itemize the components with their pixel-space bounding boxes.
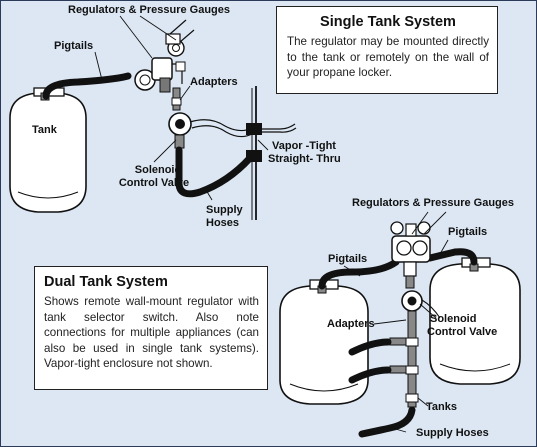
dual-solenoid-valve <box>401 290 423 312</box>
supply-hose-dual-1 <box>348 338 392 356</box>
dual-tank-title: Dual Tank System <box>44 274 168 290</box>
pigtail-hose-right <box>426 248 478 266</box>
label-supply-top-1: Supply <box>206 204 243 216</box>
label-tanks: Tanks <box>426 401 457 413</box>
label-regulators-top: Regulators & Pressure Gauges <box>68 4 231 16</box>
label-vapor-tight-2: Straight- Thru <box>268 153 341 165</box>
label-tank: Tank <box>32 124 57 136</box>
single-tank-description: The regulator may be mounted directly to… <box>287 35 489 79</box>
label-adapters-top: Adapters <box>190 76 238 88</box>
pigtail-hose-left <box>318 258 400 290</box>
label-solenoid-top-2: Control Valve <box>118 177 190 189</box>
supply-hose-dual-3 <box>358 406 416 438</box>
dual-tank-info-box: Dual Tank System Shows remote wall-mount… <box>34 266 268 390</box>
single-tank <box>9 87 87 213</box>
label-solenoid-bottom-1: Solenoid <box>430 313 477 325</box>
label-pigtails-bottom-right: Pigtails <box>448 226 488 238</box>
supply-hose-single <box>175 146 254 198</box>
single-tank-info-box: Single Tank System The regulator may be … <box>276 6 498 94</box>
label-adapters-bottom: Adapters <box>327 318 375 330</box>
label-supply-bottom: Supply Hoses <box>416 427 489 439</box>
dual-tank-description: Shows remote wall-mount regulator with t… <box>44 295 259 370</box>
label-solenoid-bottom-2: Control Valve <box>427 326 498 338</box>
pigtail-hose-single <box>42 72 132 100</box>
label-supply-top-2: Hoses <box>206 217 240 229</box>
label-solenoid-top-1: Solenoid <box>134 164 182 176</box>
single-solenoid-valve <box>168 112 192 149</box>
single-tank-title: Single Tank System <box>320 14 456 30</box>
label-pigtails-top: Pigtails <box>54 40 94 52</box>
label-vapor-tight-1: Vapor -Tight <box>272 140 336 152</box>
label-regulators-bottom: Regulators & Pressure Gauges <box>352 197 515 209</box>
supply-hose-dual-2 <box>348 366 392 384</box>
single-regulators <box>134 19 195 93</box>
label-pigtails-bottom-left: Pigtails <box>328 253 368 265</box>
dual-tank-left <box>279 279 369 405</box>
dual-regulators <box>390 221 431 289</box>
